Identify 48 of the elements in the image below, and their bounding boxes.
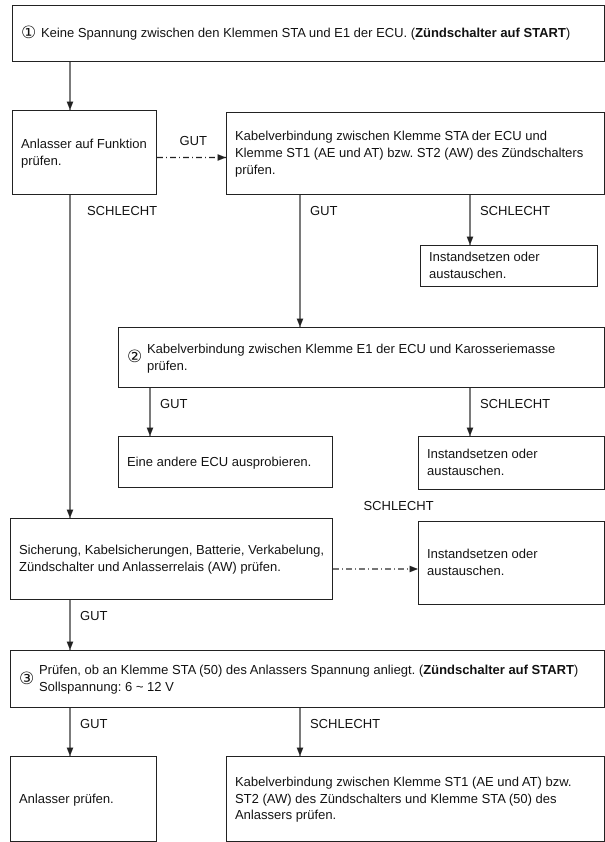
- process-box: [418, 521, 605, 605]
- edge-label: SCHLECHT: [308, 716, 382, 731]
- process-box: [418, 436, 605, 490]
- arrow: [66, 62, 74, 110]
- edge-label: GUT: [308, 203, 340, 218]
- edge-label: SCHLECHT: [478, 203, 552, 218]
- arrow: [157, 154, 226, 161]
- process-box: [12, 5, 605, 62]
- arrow: [66, 195, 74, 518]
- box-text: Eine andere ECU ausprobieren.: [127, 454, 312, 470]
- box-text: Anlasser auf Funktion prüfen.: [21, 136, 148, 170]
- step-number: ①: [21, 22, 36, 44]
- box-text: Kabelverbindung zwischen Klemme ST1 (AE und AT) bzw. ST2 (AW) des Zündschalters und Klemme STA (50) des Anlassers prüfen.: [235, 774, 572, 824]
- process-box: [12, 110, 157, 195]
- arrow: [296, 195, 304, 327]
- process-box: [226, 112, 605, 195]
- arrow: [66, 708, 74, 756]
- arrow: [296, 708, 304, 756]
- edge-label: SCHLECHT: [85, 203, 160, 218]
- box-text: Instandsetzen oder austauschen.: [427, 446, 539, 480]
- process-box: [10, 518, 333, 600]
- arrow: [333, 566, 418, 572]
- step-number: ③: [19, 668, 34, 690]
- box-text: Kabelverbindung zwischen Klemme STA der ECU und Klemme ST1 (AE und AT) bzw. ST2 (AW) des Zündschalters prüfen.: [235, 128, 584, 179]
- box-text: Instandsetzen oder austauschen.: [429, 249, 541, 283]
- box-text: Kabelverbindung zwischen Klemme E1 der ECU und Karosseriemasse prüfen.: [147, 340, 556, 374]
- edge-label: SCHLECHT: [478, 396, 552, 411]
- box-text: Sicherung, Kabelsicherungen, Batterie, Verkabelung, Zündschalter und Anlasserrelais (AW) prüfen.: [19, 542, 324, 576]
- process-box: [420, 245, 598, 287]
- edge-label: GUT: [78, 716, 110, 731]
- arrow: [66, 600, 74, 650]
- edge-label: GUT: [158, 396, 190, 411]
- arrow: [466, 388, 474, 436]
- process-box: [10, 756, 157, 842]
- process-box: [10, 650, 605, 708]
- edge-label: SCHLECHT: [362, 498, 436, 513]
- process-box: [118, 436, 333, 488]
- box-text: Prüfen, ob an Klemme STA (50) des Anlassers Spannung anliegt. (Zündschalter auf START) Sollspannung: 6 ~ 12 V: [39, 662, 580, 696]
- box-text: Instandsetzen oder austauschen.: [427, 546, 539, 580]
- arrow: [146, 388, 154, 436]
- process-box: [226, 756, 605, 842]
- edge-label: GUT: [78, 608, 110, 623]
- box-text: Keine Spannung zwischen den Klemmen STA und E1 der ECU. (Zündschalter auf START): [41, 25, 570, 42]
- box-text: Anlasser prüfen.: [19, 790, 114, 808]
- arrow: [466, 195, 474, 245]
- edge-label: GUT: [178, 132, 209, 148]
- process-box: [118, 327, 605, 388]
- step-number: ②: [127, 346, 142, 368]
